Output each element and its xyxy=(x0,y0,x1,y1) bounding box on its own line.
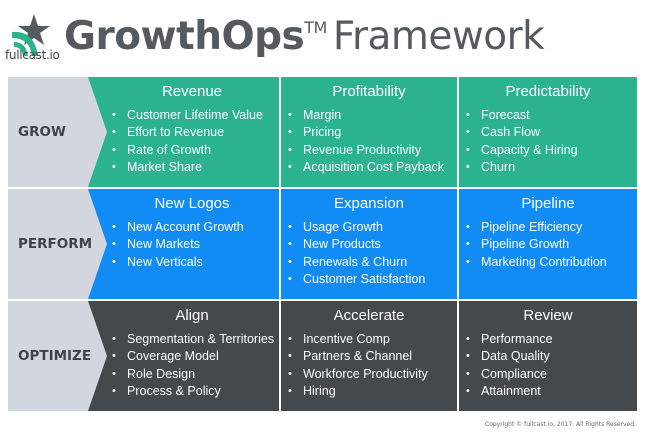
list-item: Pipeline Growth xyxy=(466,236,637,254)
list-item: Partners & Channel xyxy=(288,348,457,366)
list-item: Usage Growth xyxy=(288,219,457,237)
cell-revenue: RevenueCustomer Lifetime ValueEffort to … xyxy=(88,77,279,187)
cell-accelerate: AccelerateIncentive CompPartners & Chann… xyxy=(281,301,457,411)
cell-heading: Review xyxy=(523,307,573,324)
cell-review: ReviewPerformanceData QualityComplianceA… xyxy=(459,301,637,411)
cell-list: PerformanceData QualityComplianceAttainm… xyxy=(459,331,637,400)
cell-heading: Expansion xyxy=(333,195,405,212)
row-optimize: AlignSegmentation & TerritoriesCoverage … xyxy=(8,301,637,411)
list-item: Process & Policy xyxy=(112,383,279,401)
cell-list: ForecastCash FlowCapacity & HiringChurn xyxy=(459,107,637,176)
row-label-text: GROW xyxy=(18,124,66,140)
list-item: Customer Lifetime Value xyxy=(112,107,279,125)
list-item: Incentive Comp xyxy=(288,331,457,349)
list-item: Pipeline Efficiency xyxy=(466,219,637,237)
list-item: Churn xyxy=(466,159,637,177)
cell-heading: Predictability xyxy=(505,83,591,100)
row-label-optimize: OPTIMIZE xyxy=(8,301,108,411)
list-item: Attainment xyxy=(466,383,637,401)
cell-heading: Accelerate xyxy=(333,307,405,324)
list-item: Performance xyxy=(466,331,637,349)
list-item: Renewals & Churn xyxy=(288,254,457,272)
row-label-text: OPTIMIZE xyxy=(18,348,92,364)
cell-heading: Revenue xyxy=(161,83,223,100)
list-item: New Markets xyxy=(112,236,279,254)
list-item: New Account Growth xyxy=(112,219,279,237)
list-item: Rate of Growth xyxy=(112,142,279,160)
row-label-grow: GROW xyxy=(8,77,108,187)
list-item: Capacity & Hiring xyxy=(466,142,637,160)
list-item: Hiring xyxy=(288,383,457,401)
cell-list: New Account GrowthNew MarketsNew Vertica… xyxy=(105,219,279,271)
row-perform: New LogosNew Account GrowthNew MarketsNe… xyxy=(8,189,637,299)
cell-list: MarginPricingRevenue ProductivityAcquisi… xyxy=(281,107,457,176)
chevron-shape xyxy=(8,77,107,187)
list-item: Cash Flow xyxy=(466,124,637,142)
row-label-text: PERFORM xyxy=(18,236,93,252)
cell-list: Customer Lifetime ValueEffort to Revenue… xyxy=(105,107,279,176)
list-item: Effort to Revenue xyxy=(112,124,279,142)
cell-heading: New Logos xyxy=(154,195,230,212)
row-label-perform: PERFORM xyxy=(8,189,108,299)
list-item: Role Design xyxy=(112,366,279,384)
cell-pipeline: PipelinePipeline EfficiencyPipeline Grow… xyxy=(459,189,637,299)
cell-profitability: ProfitabilityMarginPricingRevenue Produc… xyxy=(281,77,457,187)
cell-heading: Align xyxy=(175,307,209,324)
list-item: Customer Satisfaction xyxy=(288,271,457,289)
list-item: Coverage Model xyxy=(112,348,279,366)
cell-expansion: ExpansionUsage GrowthNew ProductsRenewal… xyxy=(281,189,457,299)
chevron-shape xyxy=(8,189,107,299)
list-item: Forecast xyxy=(466,107,637,125)
list-item: Market Share xyxy=(112,159,279,177)
fullcast-logo-icon xyxy=(12,14,50,56)
list-item: Revenue Productivity xyxy=(288,142,457,160)
cell-align: AlignSegmentation & TerritoriesCoverage … xyxy=(88,301,279,411)
list-item: Margin xyxy=(288,107,457,125)
copyright: Copyright © fullcast.io, 2017. All Right… xyxy=(485,421,636,428)
list-item: Marketing Contribution xyxy=(466,254,637,272)
list-item: Workforce Productivity xyxy=(288,366,457,384)
cell-list: Segmentation & TerritoriesCoverage Model… xyxy=(105,331,279,400)
list-item: Compliance xyxy=(466,366,637,384)
cell-new-logos: New LogosNew Account GrowthNew MarketsNe… xyxy=(88,189,279,299)
list-item: New Verticals xyxy=(112,254,279,272)
chevron-shape xyxy=(8,301,107,411)
cell-list: Pipeline EfficiencyPipeline GrowthMarket… xyxy=(459,219,637,271)
logo-text: fullcast.io xyxy=(5,48,60,62)
cell-list: Incentive CompPartners & ChannelWorkforc… xyxy=(281,331,457,400)
cell-heading: Pipeline xyxy=(521,195,575,212)
row-grow: RevenueCustomer Lifetime ValueEffort to … xyxy=(8,77,637,187)
list-item: New Products xyxy=(288,236,457,254)
list-item: Acquisition Cost Payback xyxy=(288,159,457,177)
cell-predictability: PredictabilityForecastCash FlowCapacity … xyxy=(459,77,637,187)
list-item: Data Quality xyxy=(466,348,637,366)
cell-heading: Profitability xyxy=(332,83,406,100)
cell-list: Usage GrowthNew ProductsRenewals & Churn… xyxy=(281,219,457,288)
list-item: Segmentation & Territories xyxy=(112,331,279,349)
list-item: Pricing xyxy=(288,124,457,142)
